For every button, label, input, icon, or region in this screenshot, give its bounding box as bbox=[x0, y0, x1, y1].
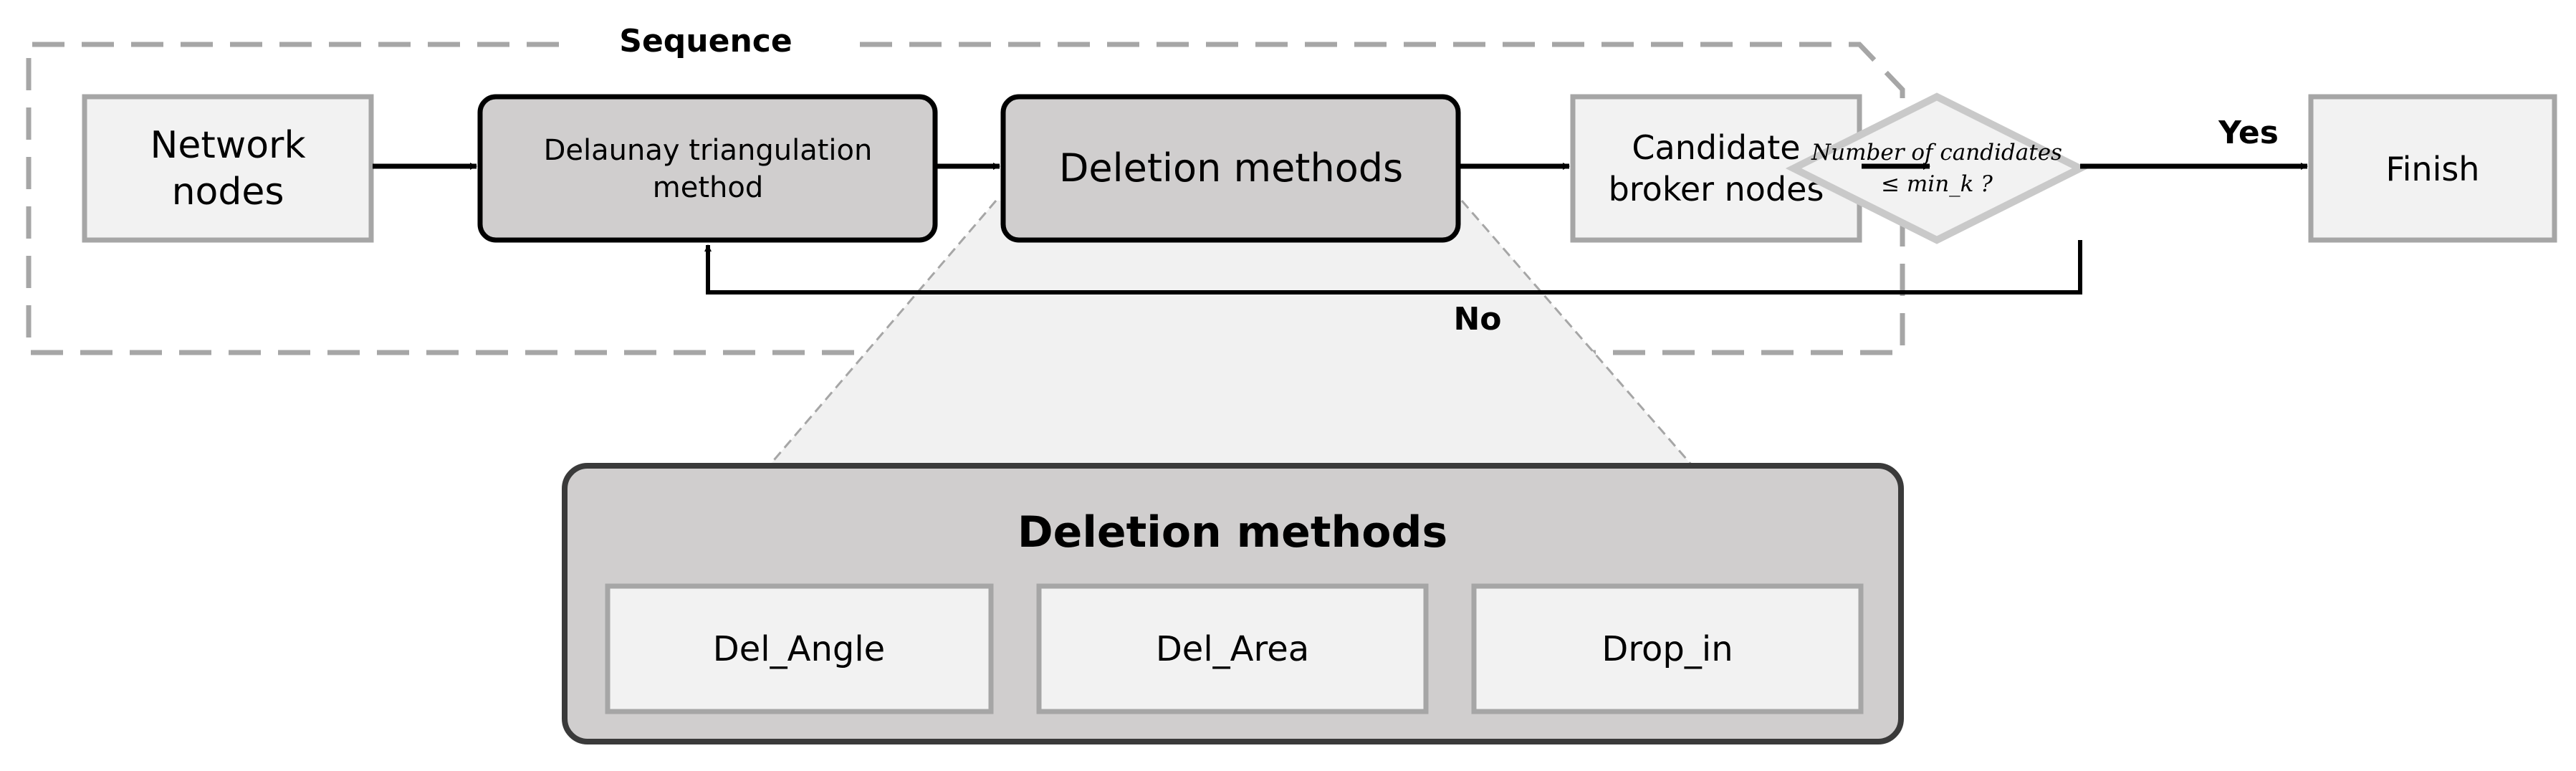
edge-label-yes: Yes bbox=[2218, 115, 2279, 151]
decision-line1: Number of candidates bbox=[1811, 140, 2062, 166]
method-drop-in-label: Drop_in bbox=[1601, 629, 1733, 669]
deletion-methods-label: Deletion methods bbox=[1059, 145, 1403, 191]
network-nodes-box: Network nodes bbox=[82, 94, 374, 243]
decision-diamond: Number of candidates ≤ min_k ? bbox=[1785, 92, 2089, 244]
deletion-methods-panel: Deletion methods Del_Angle Del_Area Drop… bbox=[562, 463, 1904, 744]
deletion-methods-box: Deletion methods bbox=[1000, 94, 1461, 243]
arrow-no-loop bbox=[704, 240, 2082, 294]
network-nodes-line2: nodes bbox=[172, 171, 284, 214]
delaunay-method-box: Delaunay triangulation method bbox=[477, 94, 938, 243]
sequence-label: Sequence bbox=[619, 23, 792, 59]
candidate-line2: broker nodes bbox=[1609, 170, 1824, 209]
delaunay-line1: Delaunay triangulation bbox=[544, 134, 873, 167]
method-del-area-label: Del_Area bbox=[1156, 629, 1309, 669]
method-del-angle-label: Del_Angle bbox=[713, 629, 885, 669]
sequence-boundary bbox=[26, 42, 1905, 355]
edge-label-no: No bbox=[1453, 301, 1501, 337]
method-drop-in: Drop_in bbox=[1471, 583, 1864, 714]
delaunay-line2: method bbox=[653, 171, 763, 204]
zoom-line-right bbox=[1460, 200, 1692, 465]
zoom-line-left bbox=[769, 200, 997, 465]
zoom-callout bbox=[770, 201, 1691, 464]
finish-box: Finish bbox=[2308, 94, 2557, 243]
panel-title: Deletion methods bbox=[1018, 507, 1447, 557]
method-del-area: Del_Area bbox=[1036, 583, 1429, 714]
finish-label: Finish bbox=[2386, 150, 2480, 188]
candidate-line1: Candidate bbox=[1632, 128, 1800, 167]
network-nodes-line1: Network bbox=[150, 124, 305, 167]
method-del-angle: Del_Angle bbox=[605, 583, 994, 714]
decision-line2: ≤ min_k ? bbox=[1881, 171, 1993, 197]
